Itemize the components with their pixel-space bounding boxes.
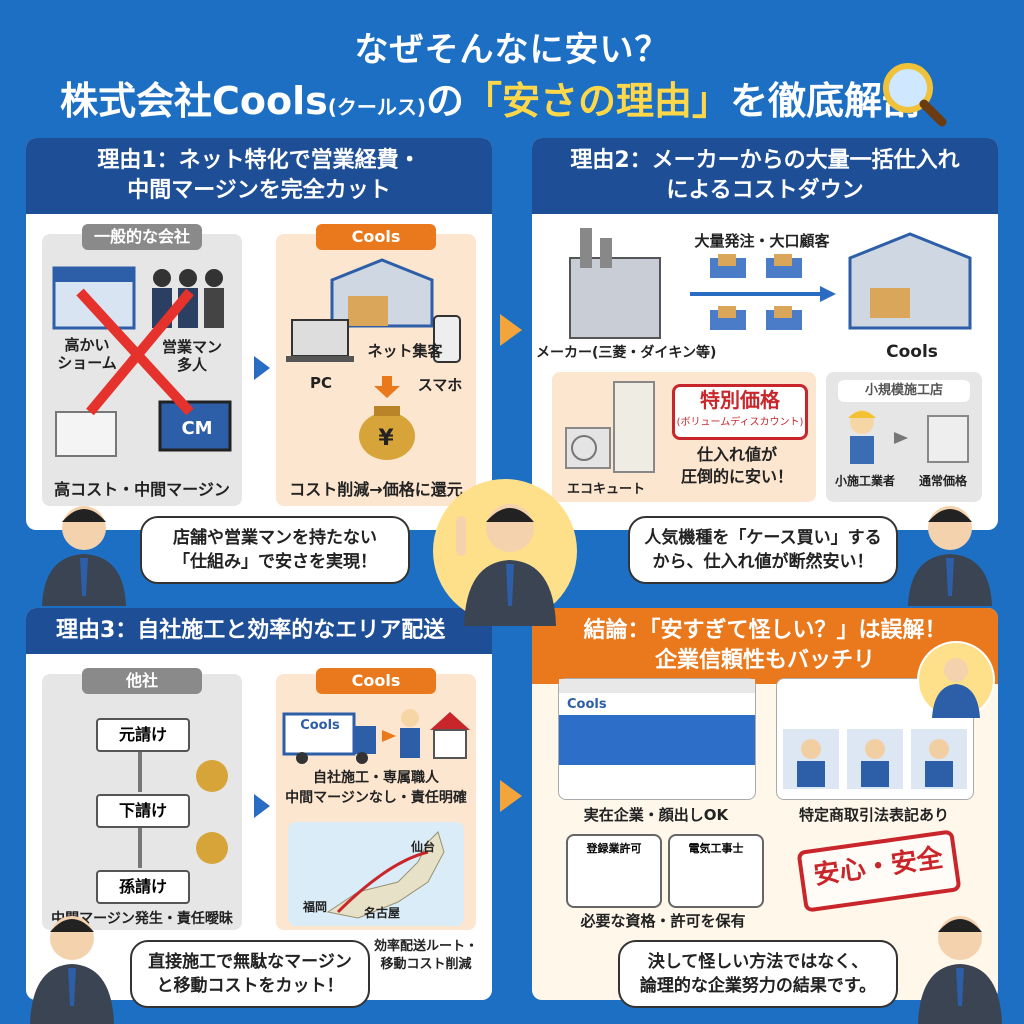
special-price-label: 特別価格 (ボリュームディスカウント) bbox=[672, 384, 808, 440]
businessman-avatar-3-icon bbox=[30, 916, 114, 1024]
other-company-caption: 中間マージン発生・責任曖昧 bbox=[51, 911, 233, 927]
licenses-label: 必要な資格・許可を保有 bbox=[580, 912, 746, 930]
page-title-line2: 株式会社Cools(クールス)の「安さの理由」を徹底解剖 bbox=[60, 70, 920, 125]
conclusion-title-line2: 企業信頼性もバッチリ bbox=[654, 648, 875, 673]
cools-warehouse-label: Cools bbox=[886, 342, 938, 362]
presenter-avatar-icon bbox=[433, 479, 577, 626]
reason3-panel: 理由3：自社施工と効率的なエリア配送 他社 元請け 下請け 孫請け 中間マージン… bbox=[26, 608, 492, 1000]
title-company: 株式会社Cools bbox=[60, 79, 328, 123]
arrow-reason3-to-conclusion-icon bbox=[500, 780, 522, 812]
ecocute-label: エコキュート bbox=[566, 482, 645, 497]
showroom-label: 高かい ショーム bbox=[57, 336, 117, 372]
maker-label: メーカー(三菱・ダイキン等) bbox=[536, 345, 717, 361]
direct-construction-label: 自社施工・専属職人 中間マージンなし・責任明確 bbox=[285, 770, 467, 806]
cools-caption: コスト削減→価格に還元 bbox=[289, 480, 463, 499]
prime-contractor-step: 元請け bbox=[96, 718, 190, 752]
margin-bags-illustration bbox=[138, 752, 228, 868]
special-price-text: 特別価格 bbox=[700, 388, 780, 412]
license-certificate-2: 電気工事士 bbox=[668, 834, 764, 908]
browser-bar bbox=[559, 679, 755, 693]
businessman-avatar-icon bbox=[42, 506, 126, 606]
net-marketing-label: ネット集客 bbox=[367, 342, 443, 360]
website-hero bbox=[559, 715, 755, 765]
pc-label: PC bbox=[309, 374, 332, 392]
conclusion-bubble: 決して怪しい方法ではなく、 論理的な企業努力の結果です。 bbox=[618, 940, 898, 1008]
reason2-bubble: 人気機種を「ケース買い」する から、仕入れ値が断然安い！ bbox=[628, 516, 898, 584]
reason1-title-line2: 中間マージンを完全カット bbox=[127, 178, 391, 203]
reason1-title-line1: 理由1：ネット特化で営業経費・ bbox=[97, 148, 421, 173]
reason2-title-line2: によるコストダウン bbox=[666, 178, 864, 203]
special-price-sub: (ボリュームディスカウント) bbox=[676, 417, 804, 428]
reason3-arrow-icon bbox=[254, 794, 270, 818]
cheap-purchase-label: 仕入れ値が 圧倒的に安い！ bbox=[680, 445, 793, 486]
cm-label: CM bbox=[181, 418, 213, 439]
reason2-title: 理由2：メーカーからの大量一括仕入れ によるコストダウン bbox=[532, 138, 998, 214]
reason1-bubble: 店舗や営業マンを持たない 「仕組み」で安さを実現！ bbox=[140, 516, 410, 584]
website-logo: Cools bbox=[567, 697, 607, 712]
license2-text: 電気工事士 bbox=[688, 842, 744, 855]
ecocute-unit-icon bbox=[565, 381, 655, 473]
reason3-title: 理由3：自社施工と効率的なエリア配送 bbox=[26, 608, 492, 654]
businessman-avatar-2-icon bbox=[908, 506, 992, 606]
general-company-illustration bbox=[52, 266, 232, 457]
conclusion-panel: 結論：「安すぎて怪しい？」は誤解！ 企業信頼性もバッチリ Cools 実在企業・… bbox=[532, 608, 998, 1000]
reason1-arrow-icon bbox=[254, 356, 270, 380]
small-contractor-tag: 小規模施工店 bbox=[838, 380, 970, 402]
staff-photo-thumbnail bbox=[776, 678, 974, 800]
reason2-panel: 理由2：メーカーからの大量一括仕入れ によるコストダウン 大量発注・大口顧客 メ… bbox=[532, 138, 998, 530]
direct-delivery-illustration bbox=[282, 709, 470, 764]
other-company-tag: 他社 bbox=[82, 668, 202, 694]
small-contractor-illustration bbox=[848, 410, 969, 464]
conclusion-title-line1: 結論：「安すぎて怪しい？」は誤解！ bbox=[583, 618, 947, 643]
magnifier-icon bbox=[883, 63, 947, 127]
yen-icon: ¥ bbox=[378, 426, 394, 451]
law-notation-label: 特定商取引法表記あり bbox=[798, 806, 949, 824]
license1-text: 登録業許可 bbox=[586, 842, 642, 855]
cools-truck-label: Cools bbox=[300, 718, 340, 733]
route-label: 効率配送ルート・ 移動コスト削減 bbox=[373, 939, 478, 972]
reason2-title-line1: 理由2：メーカーからの大量一括仕入れ bbox=[570, 148, 960, 173]
smartphone-label: スマホ bbox=[417, 376, 463, 394]
fukuoka-label: 福岡 bbox=[302, 900, 327, 914]
staff-photos-illustration bbox=[783, 729, 967, 789]
bulk-order-label: 大量発注・大口顧客 bbox=[694, 232, 830, 250]
general-company-caption: 高コスト・中間マージン bbox=[54, 480, 230, 499]
cools-illustration bbox=[286, 258, 461, 460]
businessman-avatar-4-icon bbox=[918, 916, 1002, 1024]
normal-price-label: 通常価格 bbox=[918, 474, 967, 488]
reason1-panel: 理由1：ネット特化で営業経費・ 中間マージンを完全カット 一般的な会社 高かい … bbox=[26, 138, 492, 530]
nagoya-label: 名古屋 bbox=[363, 906, 400, 920]
subcontractor-step: 下請け bbox=[96, 794, 190, 828]
sub-subcontractor-step: 孫請け bbox=[96, 870, 190, 904]
sendai-label: 仙台 bbox=[410, 840, 435, 854]
title-particle: の bbox=[426, 79, 465, 123]
real-company-label: 実在企業・顔出しOK bbox=[583, 806, 729, 824]
reason1-title: 理由1：ネット特化で営業経費・ 中間マージンを完全カット bbox=[26, 138, 492, 214]
cools-tag: Cools bbox=[316, 224, 436, 250]
safety-stamp: 安心・安全 bbox=[796, 829, 962, 913]
sales-staff-label: 営業マン 多人 bbox=[161, 338, 222, 374]
reason3-bubble: 直接施工で無駄なマージン と移動コストをカット！ bbox=[130, 940, 370, 1008]
cools-direct-tag: Cools bbox=[316, 668, 436, 694]
license-certificate-1: 登録業許可 bbox=[566, 834, 662, 908]
title-highlight: 「安さの理由」 bbox=[464, 79, 731, 123]
arrow-reason1-to-reason2-icon bbox=[500, 314, 522, 346]
small-contractor-label: 小施工業者 bbox=[834, 474, 895, 488]
general-company-tag: 一般的な会社 bbox=[82, 224, 202, 250]
supply-chain-illustration bbox=[569, 228, 972, 339]
japan-map-illustration bbox=[326, 831, 445, 919]
company-website-thumbnail: Cools bbox=[558, 678, 756, 800]
safety-stamp-text: 安心・安全 bbox=[811, 843, 945, 891]
staff-photo-avatar-icon bbox=[917, 641, 995, 719]
title-company-reading: (クールス) bbox=[327, 95, 427, 119]
page-title-line1: なぜそんなに安い？ bbox=[354, 30, 670, 70]
